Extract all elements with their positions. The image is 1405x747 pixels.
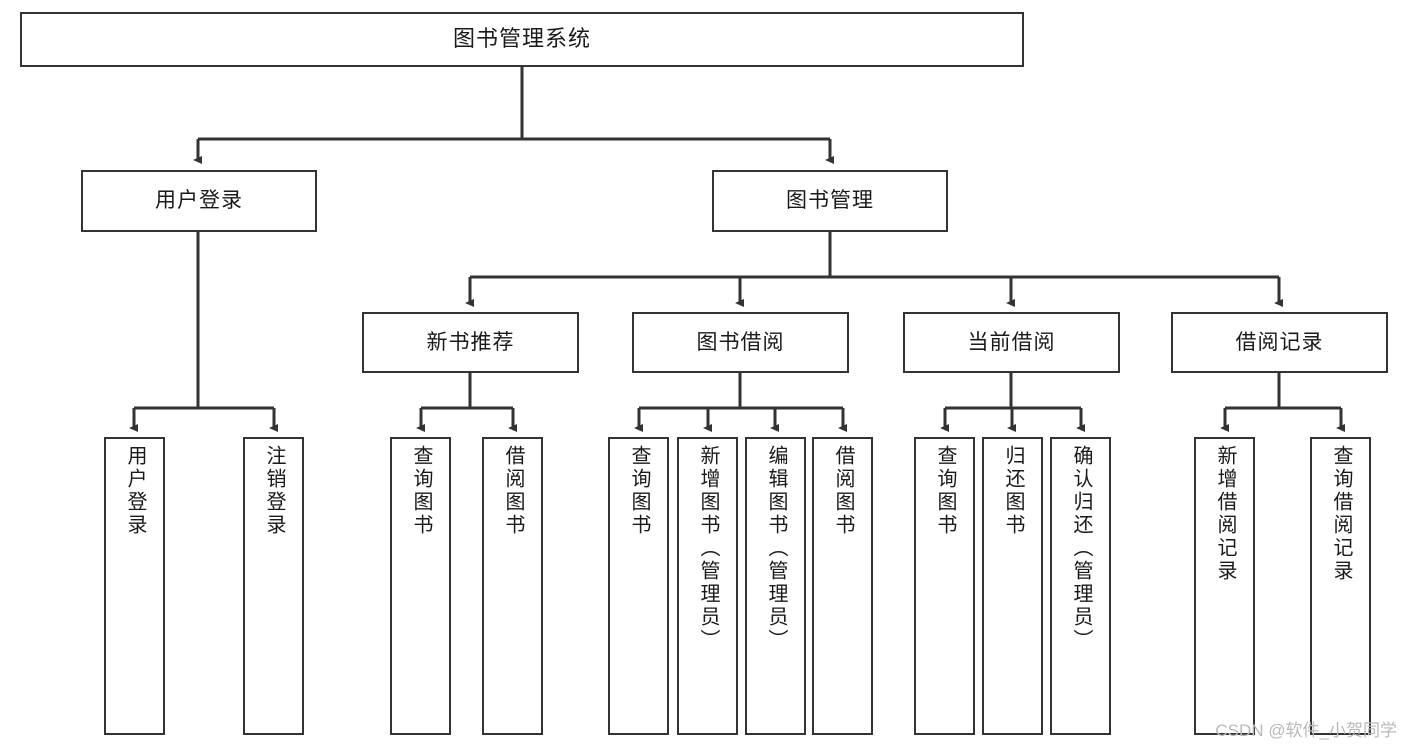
leaf-borrow-book-1-label: 借阅图书 [502, 445, 524, 537]
leaf-query-book-3-label: 查询图书 [934, 445, 956, 537]
leaf-logout-label: 注销登录 [263, 445, 285, 537]
node-borrow-record[interactable]: 借阅记录 [1171, 312, 1388, 373]
node-root-label: 图书管理系统 [452, 26, 591, 52]
node-user-login-label: 用户登录 [155, 189, 243, 213]
leaf-query-book-3[interactable]: 查询图书 [914, 437, 975, 735]
watermark: CSDN @软件_小贺同学 [1215, 721, 1397, 740]
leaf-borrow-book-2[interactable]: 借阅图书 [812, 437, 873, 735]
node-new-book-recommend-label: 新书推荐 [426, 330, 515, 354]
leaf-query-book-2[interactable]: 查询图书 [608, 437, 669, 735]
leaf-user-login[interactable]: 用户登录 [104, 437, 165, 735]
leaf-query-book-1[interactable]: 查询图书 [390, 437, 451, 735]
leaf-borrow-book-1[interactable]: 借阅图书 [482, 437, 543, 735]
leaf-borrow-book-2-label: 借阅图书 [832, 445, 854, 537]
node-new-book-recommend[interactable]: 新书推荐 [362, 312, 579, 373]
node-current-borrow[interactable]: 当前借阅 [903, 312, 1120, 373]
leaf-edit-book-admin-label: 编辑图书（管理员） [765, 445, 787, 652]
leaf-user-login-label: 用户登录 [124, 445, 146, 537]
node-book-manage-label: 图书管理 [786, 189, 874, 213]
node-root[interactable]: 图书管理系统 [20, 12, 1024, 67]
node-book-manage[interactable]: 图书管理 [712, 170, 948, 232]
leaf-confirm-return-admin[interactable]: 确认归还（管理员） [1050, 437, 1111, 735]
leaf-return-book-label: 归还图书 [1002, 445, 1024, 537]
leaf-logout[interactable]: 注销登录 [243, 437, 304, 735]
node-borrow-record-label: 借阅记录 [1235, 330, 1324, 354]
node-book-borrow-label: 图书借阅 [696, 330, 785, 354]
leaf-add-book-admin[interactable]: 新增图书（管理员） [677, 437, 738, 735]
leaf-confirm-return-admin-label: 确认归还（管理员） [1070, 445, 1092, 652]
node-book-borrow[interactable]: 图书借阅 [632, 312, 849, 373]
node-current-borrow-label: 当前借阅 [967, 330, 1056, 354]
leaf-query-borrow-record-label: 查询借阅记录 [1330, 445, 1352, 583]
leaf-query-book-2-label: 查询图书 [628, 445, 650, 537]
leaf-edit-book-admin[interactable]: 编辑图书（管理员） [745, 437, 806, 735]
leaf-return-book[interactable]: 归还图书 [982, 437, 1043, 735]
leaf-query-book-1-label: 查询图书 [410, 445, 432, 537]
leaf-query-borrow-record[interactable]: 查询借阅记录 [1310, 437, 1371, 735]
node-user-login[interactable]: 用户登录 [81, 170, 317, 232]
leaf-add-book-admin-label: 新增图书（管理员） [697, 445, 719, 652]
leaf-add-borrow-record-label: 新增借阅记录 [1214, 445, 1236, 583]
leaf-add-borrow-record[interactable]: 新增借阅记录 [1194, 437, 1255, 735]
